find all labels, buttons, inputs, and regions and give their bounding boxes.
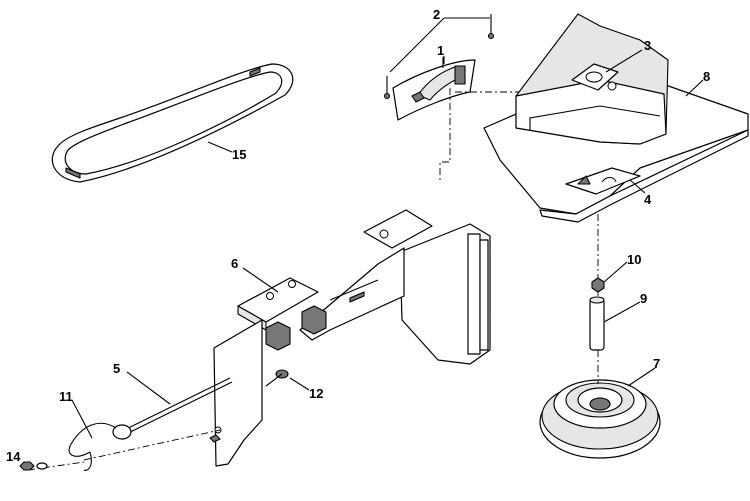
bolt-12	[265, 369, 289, 387]
callout-14: 14	[6, 449, 21, 464]
callout-labels: 1 2 3 4 5 6 7 8 9 10 11 12 14 15	[6, 7, 710, 464]
rod-and-clip	[19, 377, 233, 471]
callout-8: 8	[703, 69, 710, 84]
callout-2: 2	[433, 7, 440, 22]
latch-assembly	[383, 14, 495, 121]
callout-9: 9	[640, 291, 647, 306]
bracket-6	[209, 209, 491, 467]
callout-6: 6	[231, 256, 238, 271]
pulley-7	[539, 350, 661, 459]
callout-5: 5	[113, 361, 120, 376]
callout-15: 15	[232, 147, 246, 162]
callout-1: 1	[437, 43, 444, 58]
callout-12: 12	[309, 386, 323, 401]
belt-15	[51, 63, 294, 183]
bolt-washer	[589, 214, 605, 351]
callout-11: 11	[59, 389, 73, 404]
guard-8	[483, 13, 749, 223]
leader-lines	[71, 49, 704, 439]
callout-7: 7	[653, 356, 660, 371]
callout-3: 3	[644, 38, 651, 53]
callout-4: 4	[644, 192, 652, 207]
callout-10: 10	[627, 252, 641, 267]
